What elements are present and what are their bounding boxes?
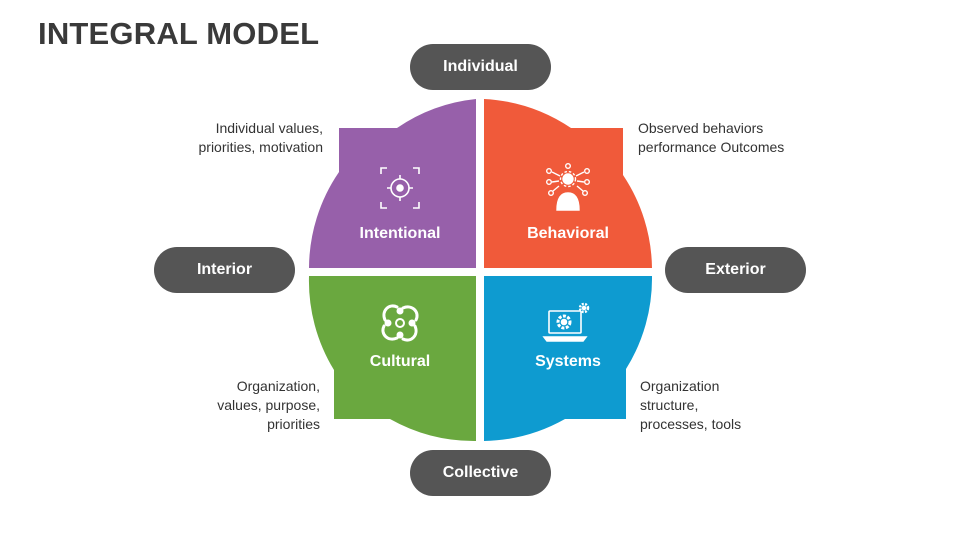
description-line: Observed behaviors (638, 120, 764, 136)
description-line: priorities (267, 416, 320, 432)
quadrant-systems (484, 276, 653, 441)
person-network-icon (546, 162, 591, 211)
description-line: structure, (640, 397, 699, 413)
description-behavioral: Observed behaviors performance Outcomes (638, 119, 784, 157)
description-line: Organization (640, 378, 720, 394)
description-line: Organization, (236, 378, 320, 394)
quadrant-label-cultural: Cultural (369, 353, 431, 370)
description-line: Individual values, (215, 120, 323, 136)
axis-label-exterior: Exterior (665, 247, 806, 293)
quadrant-cultural (308, 276, 476, 442)
target-icon (380, 167, 420, 209)
description-line: processes, tools (640, 416, 742, 432)
quadrant-label-intentional: Intentional (359, 225, 441, 242)
quadrant-label-behavioral: Behavioral (527, 225, 609, 242)
axis-label-interior: Interior (154, 247, 295, 293)
description-line: performance Outcomes (638, 139, 785, 155)
description-line: priorities, motivation (198, 139, 324, 155)
description-cultural: Organization, values, purpose, prioritie… (217, 377, 320, 434)
people-circle-icon (381, 304, 419, 342)
axis-label-individual: Individual (410, 44, 551, 90)
description-intentional: Individual values, priorities, motivatio… (199, 119, 324, 157)
page-title: INTEGRAL MODEL (38, 16, 320, 51)
quadrant-label-systems: Systems (535, 353, 601, 370)
description-systems: Organization structure, processes, tools (640, 377, 741, 434)
axis-label-collective: Collective (410, 450, 551, 496)
laptop-gears-icon (542, 302, 590, 342)
description-line: values, purpose, (217, 397, 320, 413)
